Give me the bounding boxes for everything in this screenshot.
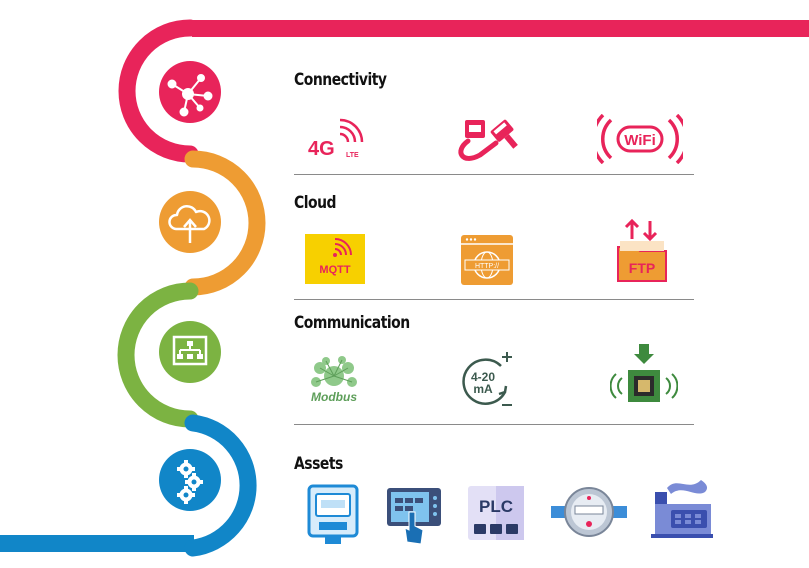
svg-text:HTTP://: HTTP:// xyxy=(475,263,499,270)
connectivity-arc xyxy=(118,19,199,163)
bottom-accent-bar xyxy=(0,535,194,552)
communication-arc xyxy=(117,282,199,428)
4g-lte-icon: 4G LTE xyxy=(308,118,364,160)
cloud-upload-icon xyxy=(159,191,221,253)
mqtt-icon: MQTT xyxy=(305,234,365,284)
digital-input-icon xyxy=(610,344,678,402)
svg-text:FTP: FTP xyxy=(629,260,655,276)
ftp-icon: FTP xyxy=(617,218,667,282)
cloud-arc xyxy=(184,150,266,296)
factory-icon xyxy=(651,480,713,538)
svg-text:MQTT: MQTT xyxy=(319,264,350,276)
divider xyxy=(294,299,694,300)
http-icon: HTTP:// xyxy=(461,235,513,285)
svg-text:Modbus: Modbus xyxy=(311,390,357,404)
wifi-icon: WiFi xyxy=(597,114,683,164)
plc-icon: PLC xyxy=(468,486,524,540)
svg-text:4G: 4G xyxy=(308,138,335,160)
section-title-connectivity: Connectivity xyxy=(294,70,387,90)
divider xyxy=(294,424,694,425)
assets-arc xyxy=(184,414,257,557)
svg-text:4-20: 4-20 xyxy=(471,370,495,384)
divider xyxy=(294,174,694,175)
ethernet-cable-icon xyxy=(458,119,518,161)
top-accent-bar xyxy=(192,20,809,37)
water-meter-icon xyxy=(551,487,627,537)
section-title-communication: Communication xyxy=(294,313,410,333)
analog-4-20ma-icon: 4-20 mA xyxy=(462,352,512,406)
modbus-icon: Modbus xyxy=(311,356,357,404)
electric-meter-icon xyxy=(307,484,359,544)
section-title-cloud: Cloud xyxy=(294,193,337,213)
svg-text:WiFi: WiFi xyxy=(624,132,656,149)
svg-text:PLC: PLC xyxy=(479,497,513,516)
hmi-panel-icon xyxy=(387,488,441,545)
section-title-assets: Assets xyxy=(294,454,343,474)
svg-text:LTE: LTE xyxy=(346,152,359,159)
network-hub-icon xyxy=(159,61,221,123)
gears-icon xyxy=(159,449,221,511)
network-diagram-icon xyxy=(159,321,221,383)
svg-text:mA: mA xyxy=(473,382,493,396)
